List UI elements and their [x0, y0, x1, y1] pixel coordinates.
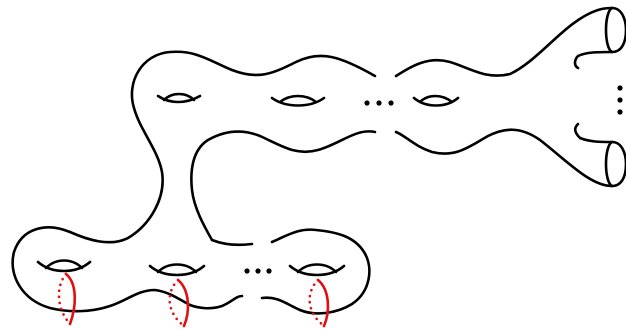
lower-tube-from-bracket — [575, 124, 612, 142]
upper-handle-2 — [272, 96, 324, 106]
lower-ellipsis — [244, 268, 271, 273]
boundary-vertical-ellipsis — [617, 85, 622, 114]
meridian-curve-1 — [59, 274, 75, 324]
lower-top-outline — [212, 240, 252, 245]
meridian-curve-3 — [310, 280, 328, 326]
upper-tube-to-bracket — [575, 52, 612, 68]
lower-tube-body — [612, 142, 626, 186]
lower-handle-2 — [150, 265, 204, 276]
upper-top-outline-right — [396, 8, 612, 76]
upper-bottom-outline-mid — [191, 131, 375, 240]
upper-handle-1 — [158, 94, 200, 102]
upper-tube-top — [612, 8, 626, 52]
upper-handle-3 — [414, 96, 458, 106]
lower-top-outline-right — [262, 230, 369, 314]
lower-handle-1 — [38, 261, 90, 272]
upper-tube-left-rim — [606, 8, 612, 52]
upper-ellipsis — [364, 100, 393, 105]
lower-tube-left-rim — [606, 142, 612, 186]
lower-handle-3 — [290, 265, 344, 276]
lower-bottom-outline-left — [190, 296, 242, 308]
